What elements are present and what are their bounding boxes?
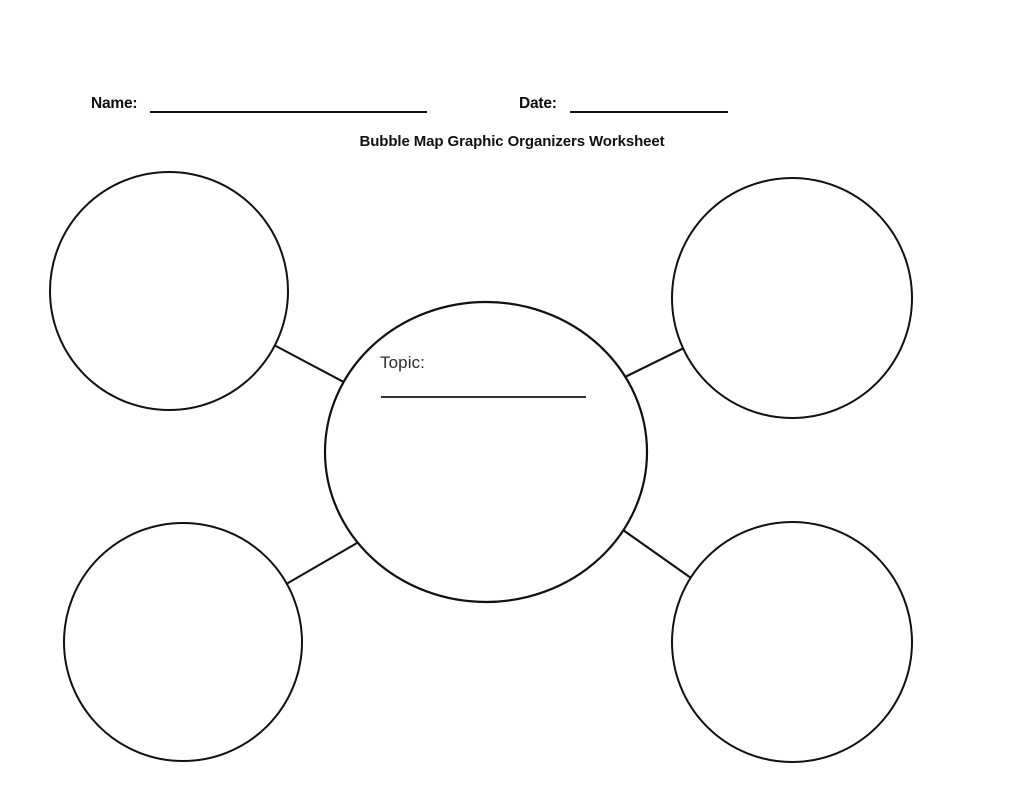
bubble-bottom-right[interactable] bbox=[671, 521, 913, 763]
date-write-in-line[interactable] bbox=[570, 111, 728, 113]
bubble-top-right[interactable] bbox=[671, 177, 913, 419]
topic-field-label: Topic: bbox=[380, 353, 426, 372]
name-field-label: Name: bbox=[91, 95, 138, 112]
connector-line-bottom-left bbox=[286, 541, 359, 585]
bubble-bottom-left[interactable] bbox=[63, 522, 303, 762]
connector-line-bottom-right bbox=[621, 528, 693, 580]
bubble-center-topic[interactable] bbox=[323, 300, 649, 604]
connector-line-top-right bbox=[623, 344, 690, 379]
worksheet-title: Bubble Map Graphic Organizers Worksheet bbox=[359, 133, 665, 150]
name-write-in-line[interactable] bbox=[150, 111, 427, 113]
topic-write-in-line[interactable] bbox=[381, 396, 586, 398]
bubble-top-left[interactable] bbox=[49, 171, 289, 411]
connector-line-top-left bbox=[272, 343, 357, 390]
date-field-label: Date: bbox=[519, 95, 557, 112]
